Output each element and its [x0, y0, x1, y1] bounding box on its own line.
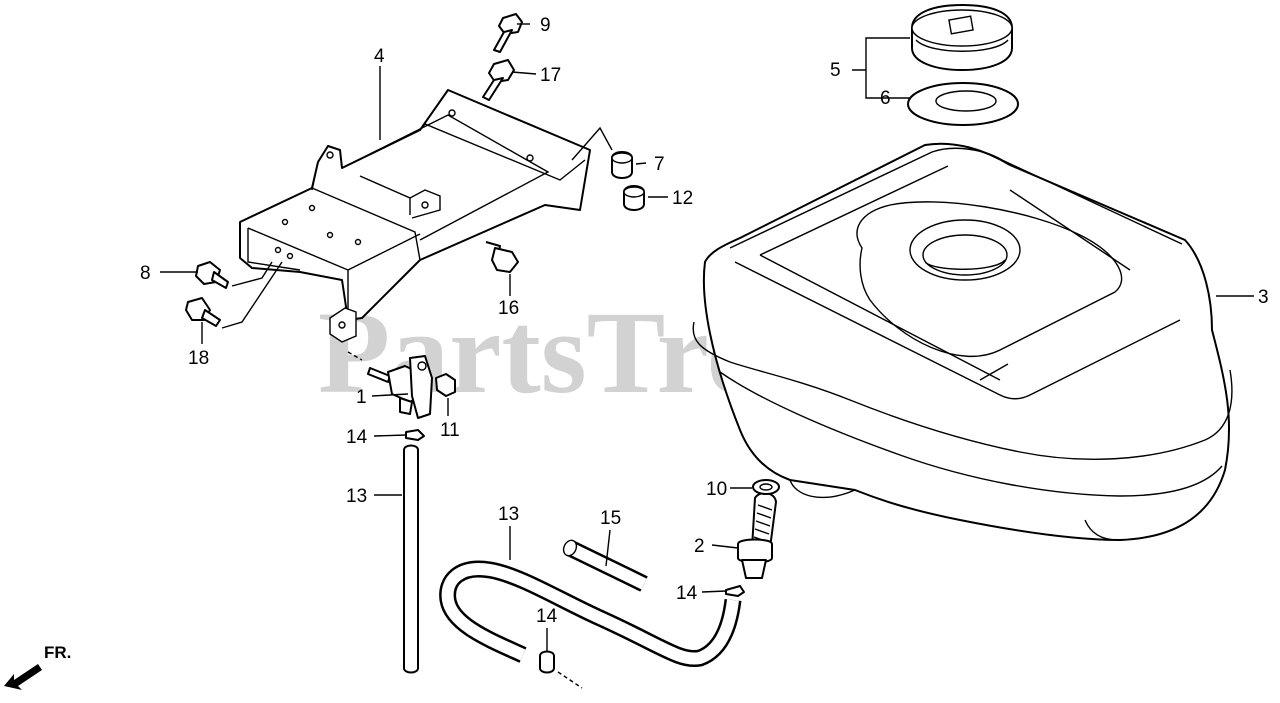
callout-5: 5	[830, 60, 841, 81]
bolt-16[interactable]	[485, 241, 519, 273]
bolt-18[interactable]	[185, 297, 221, 327]
callout-14-upper: 14	[346, 427, 368, 448]
callout-7: 7	[654, 154, 665, 175]
callout-11: 11	[440, 420, 460, 441]
leader-lines	[160, 23, 1254, 692]
callout-16: 16	[498, 298, 519, 319]
nut-11[interactable]	[435, 373, 456, 397]
fuel-tank[interactable]	[692, 142, 1233, 541]
callout-14-lower: 14	[536, 606, 558, 627]
fuel-valve[interactable]	[367, 355, 433, 419]
front-direction-arrow: FR.	[4, 643, 71, 690]
callout-6: 6	[880, 88, 891, 109]
callout-15: 15	[600, 508, 621, 529]
callout-8: 8	[140, 263, 151, 284]
hose-clip-14-right[interactable]	[725, 585, 745, 597]
callout-12: 12	[672, 188, 693, 209]
callout-13-straight: 13	[346, 486, 367, 507]
gasket-ring[interactable]	[907, 82, 1019, 126]
callout-4: 4	[374, 46, 385, 67]
callout-18: 18	[188, 348, 209, 369]
bolt-9[interactable]	[493, 13, 523, 53]
hose-clip-14-upper[interactable]	[405, 429, 425, 441]
callout-13-bent: 13	[498, 504, 519, 525]
callout-labels: 9 17 4 5 6 7 12 3 8 18 16 1 11 14 13 13 …	[140, 15, 1269, 627]
fuel-strainer[interactable]	[737, 492, 777, 579]
callout-17: 17	[540, 65, 561, 86]
callout-14-right: 14	[676, 583, 698, 604]
fuel-tube-straight[interactable]	[403, 444, 419, 674]
direction-label: FR.	[44, 643, 71, 662]
callout-2: 2	[694, 536, 705, 557]
callout-3: 3	[1258, 287, 1269, 308]
callout-1: 1	[356, 387, 367, 408]
spacer-7[interactable]	[611, 151, 633, 179]
hose-clip-14-lower[interactable]	[539, 650, 555, 674]
callout-9: 9	[540, 15, 551, 36]
grommet-12[interactable]	[623, 185, 645, 211]
o-ring-10[interactable]	[752, 479, 780, 495]
callout-10: 10	[706, 479, 727, 500]
tank-bracket[interactable]	[239, 89, 591, 343]
fuel-tube-bent[interactable]	[439, 560, 742, 668]
hose-15[interactable]	[561, 538, 648, 592]
bolt-8[interactable]	[195, 261, 229, 289]
fuel-cap[interactable]	[911, 4, 1013, 71]
bolt-17[interactable]	[482, 59, 515, 101]
